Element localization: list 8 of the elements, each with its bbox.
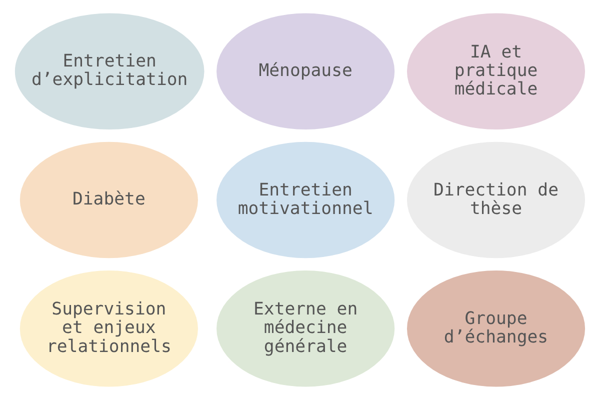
node-ellipse: Supervision et enjeux relationnels [20,270,198,387]
node-ellipse: Entretien motivationnel [216,142,395,258]
node-ellipse: Externe en médecine générale [216,270,395,387]
node-ellipse: Groupe d’échanges [406,270,586,387]
node-ellipse: Ménopause [216,13,395,130]
node-ellipse: Entretien d’explicitation [14,13,204,130]
node-ellipse: Diabète [20,142,198,258]
node-ellipse: IA et pratique médicale [406,13,586,130]
